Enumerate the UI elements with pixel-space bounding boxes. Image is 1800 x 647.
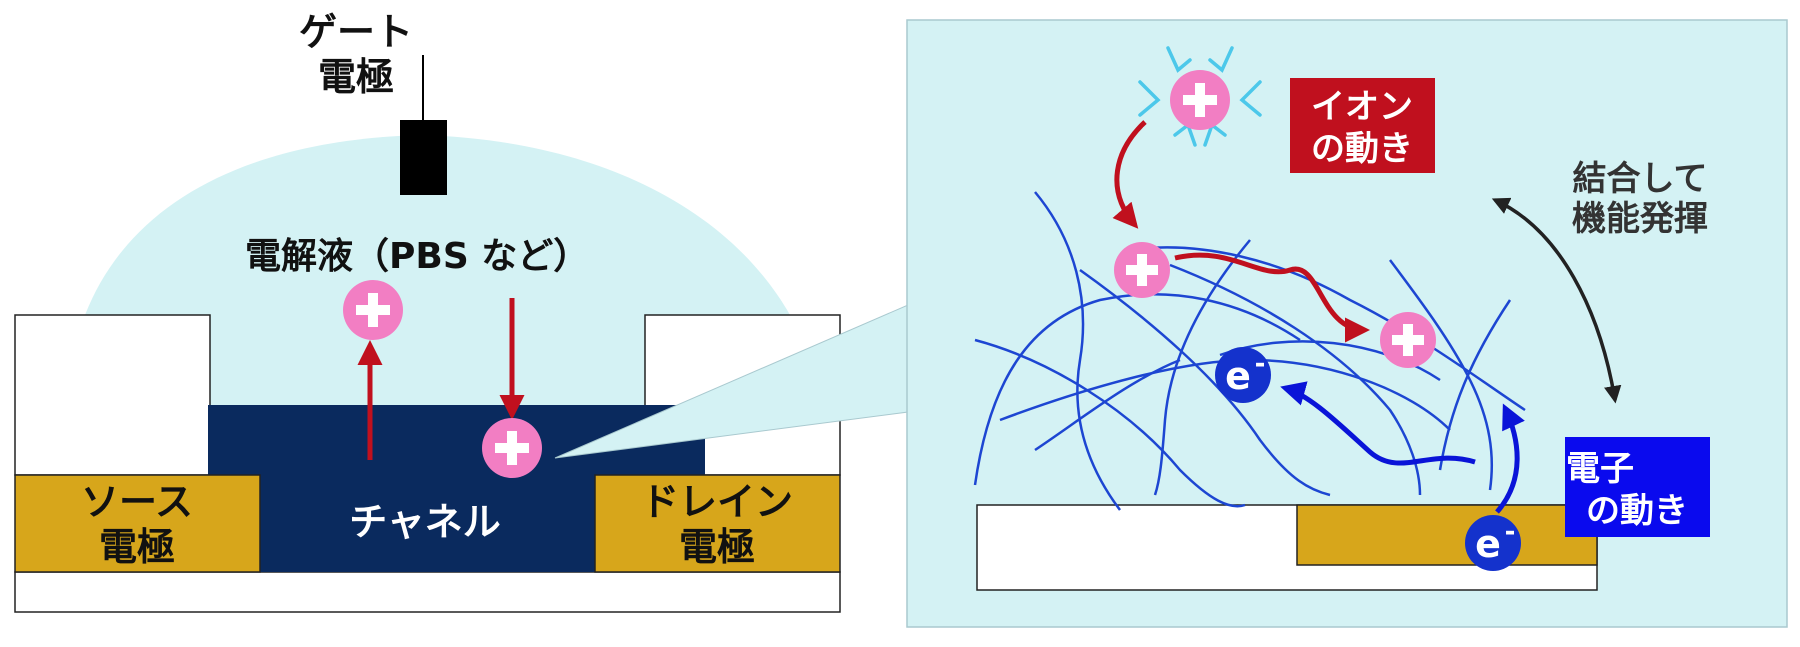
source-label-line2: 電極 [99, 525, 175, 569]
ion-motion-label-box [1290, 78, 1435, 173]
electron-motion-label-line2: の動き [1586, 491, 1688, 531]
svg-text:e: e [1475, 522, 1501, 566]
electron-in-fiber: e - [1215, 347, 1271, 403]
binding-label-line1: 結合して [1573, 159, 1708, 199]
electron-transfer-arrow [1280, 381, 1476, 466]
gate-label-line1: ゲート [299, 10, 413, 54]
electron-up-arrow [1495, 403, 1525, 514]
electrolyte-label: 電解液（PBS など） [245, 236, 589, 277]
source-label-line1: ソース [81, 480, 193, 524]
electron-motion-label-line1: 電子 [1566, 449, 1634, 489]
drain-electrode [594, 474, 841, 573]
zoom-electrode [1296, 504, 1598, 566]
source-electrode [14, 474, 261, 573]
electrolyte-fill [208, 312, 648, 407]
ion-motion-label-line2: の動き [1311, 129, 1413, 169]
channel-label: チャネル [349, 500, 501, 544]
ion-in-fiber-2 [1380, 312, 1436, 368]
electrolyte-dome [85, 135, 790, 315]
svg-text:-: - [1255, 349, 1266, 379]
left-insulator-block [14, 314, 211, 476]
hydrated-ion [1138, 46, 1262, 147]
drain-label-line1: ドレイン [641, 480, 793, 524]
ion-in-electrolyte [343, 280, 403, 340]
ion-in-fiber-1 [1114, 242, 1170, 298]
electron-at-electrode: e - [1465, 515, 1521, 571]
ion-transfer-arrow [1174, 252, 1370, 343]
drain-label-line2: 電極 [679, 525, 755, 569]
electron-motion-label-box [1565, 437, 1710, 537]
gate-label-line2: 電極 [318, 55, 394, 99]
ion-motion-label-line1: イオン [1311, 87, 1413, 127]
binding-arrow [1491, 197, 1622, 404]
svg-text:e: e [1225, 354, 1251, 398]
ion-in-channel [482, 418, 542, 478]
svg-text:-: - [1505, 517, 1516, 547]
substrate [14, 571, 841, 613]
binding-label-line2: 機能発揮 [1572, 199, 1708, 239]
ion-descend-arrow [1112, 120, 1147, 229]
